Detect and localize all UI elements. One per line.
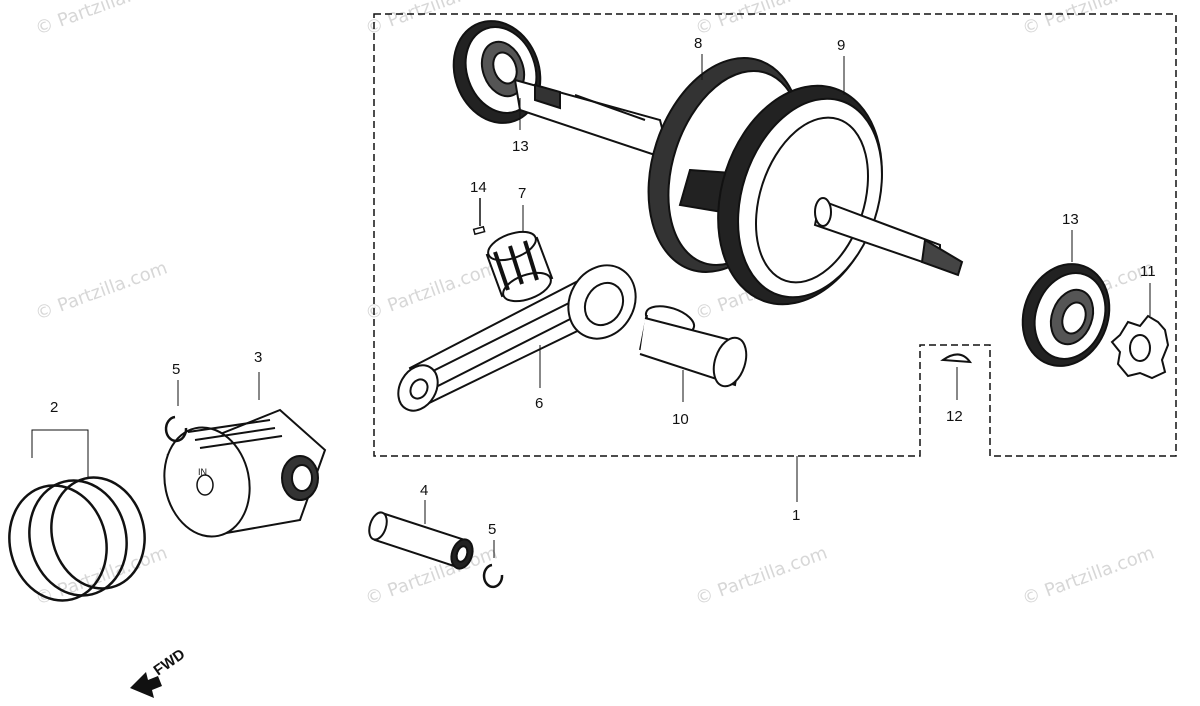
callout-labels: 1 2 3 4 5 5 6 7 8 9 10 11 12 13 13 14 — [50, 35, 1156, 538]
callout-2[interactable]: 2 — [50, 399, 58, 416]
watermark-5: © Partzilla.com — [33, 257, 171, 324]
watermark-12: © Partzilla.com — [1020, 542, 1158, 609]
callout-8[interactable]: 8 — [694, 35, 702, 52]
crank-sleeve[interactable] — [639, 301, 752, 402]
watermark-1: © Partzilla.com — [33, 0, 171, 40]
piston[interactable]: IN — [154, 372, 327, 545]
crank-pin-key[interactable] — [472, 198, 486, 236]
arrow-forward-icon — [130, 672, 162, 698]
callout-9[interactable]: 9 — [837, 37, 845, 54]
callout-4[interactable]: 4 — [420, 482, 428, 499]
watermark-3: © Partzilla.com — [693, 0, 831, 40]
callout-3[interactable]: 3 — [254, 349, 262, 366]
callout-13-upper[interactable]: 13 — [512, 138, 529, 155]
woodruff-key[interactable] — [940, 353, 973, 400]
piston-pin[interactable] — [366, 500, 476, 571]
crankshaft[interactable] — [513, 38, 964, 325]
callout-6[interactable]: 6 — [535, 395, 543, 412]
watermark-4: © Partzilla.com — [1020, 0, 1158, 40]
circlip-left[interactable] — [164, 380, 188, 443]
connecting-rod[interactable] — [390, 253, 648, 418]
assembly-boundary — [373, 13, 1177, 457]
callout-7[interactable]: 7 — [518, 185, 526, 202]
forward-direction-indicator: FWD — [130, 646, 188, 698]
bearing-right[interactable] — [1009, 230, 1124, 378]
timing-gear[interactable] — [1110, 283, 1170, 380]
callout-11[interactable]: 11 — [1140, 263, 1156, 280]
leader-lines — [519, 54, 845, 130]
piston-ring-set[interactable] — [0, 429, 156, 611]
watermark-11: © Partzilla.com — [693, 542, 831, 609]
callout-5-lower[interactable]: 5 — [488, 521, 496, 538]
callout-14[interactable]: 14 — [470, 179, 487, 196]
svg-text:IN: IN — [198, 467, 207, 477]
callout-13-right[interactable]: 13 — [1062, 211, 1079, 228]
fwd-label: FWD — [151, 646, 189, 680]
circlip-right[interactable] — [482, 540, 504, 589]
callout-5-upper[interactable]: 5 — [172, 361, 180, 378]
callout-12[interactable]: 12 — [946, 408, 963, 425]
watermark-6: © Partzilla.com — [363, 257, 501, 324]
callout-10[interactable]: 10 — [672, 411, 689, 428]
callout-1[interactable]: 1 — [792, 507, 800, 524]
needle-bearing[interactable] — [484, 205, 554, 307]
